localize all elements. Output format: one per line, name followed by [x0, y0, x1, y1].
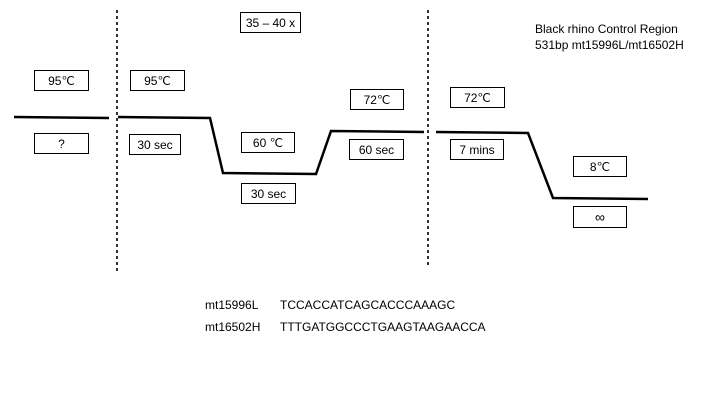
primer-name-forward: mt15996L	[205, 298, 259, 312]
denature-temp-box: 95℃	[130, 70, 185, 91]
diagram-title-line1: Black rhino Control Region	[535, 22, 678, 36]
diagram-title-line2: 531bp mt15996L/mt16502H	[535, 38, 684, 52]
initial-hold-time-box: ?	[34, 133, 89, 154]
primer-name-reverse: mt16502H	[205, 320, 261, 334]
primer-sequence-reverse: TTTGATGGCCCTGAAGTAAGAACCA	[280, 320, 486, 334]
final-hold-temp-box: 8℃	[573, 156, 627, 177]
anneal-temp-box: 60 ℃	[241, 132, 295, 153]
denature-time-box: 30 sec	[129, 134, 181, 155]
final-extend-temp-box: 72℃	[450, 87, 505, 108]
final-profile-line	[435, 130, 649, 201]
extend-time-box: 60 sec	[349, 139, 404, 160]
cycle-profile-line	[117, 115, 425, 176]
initial-hold-temp-box: 95℃	[34, 70, 89, 91]
final-extend-time-box: 7 mins	[450, 139, 504, 160]
final-hold-time-box: ∞	[573, 206, 627, 228]
initial-hold-line	[13, 115, 110, 120]
cycle-count-box: 35 – 40 x	[240, 12, 301, 33]
primer-sequence-forward: TCCACCATCAGCACCCAAAGC	[280, 298, 456, 312]
extend-temp-box: 72℃	[350, 89, 404, 110]
anneal-time-box: 30 sec	[241, 183, 296, 204]
